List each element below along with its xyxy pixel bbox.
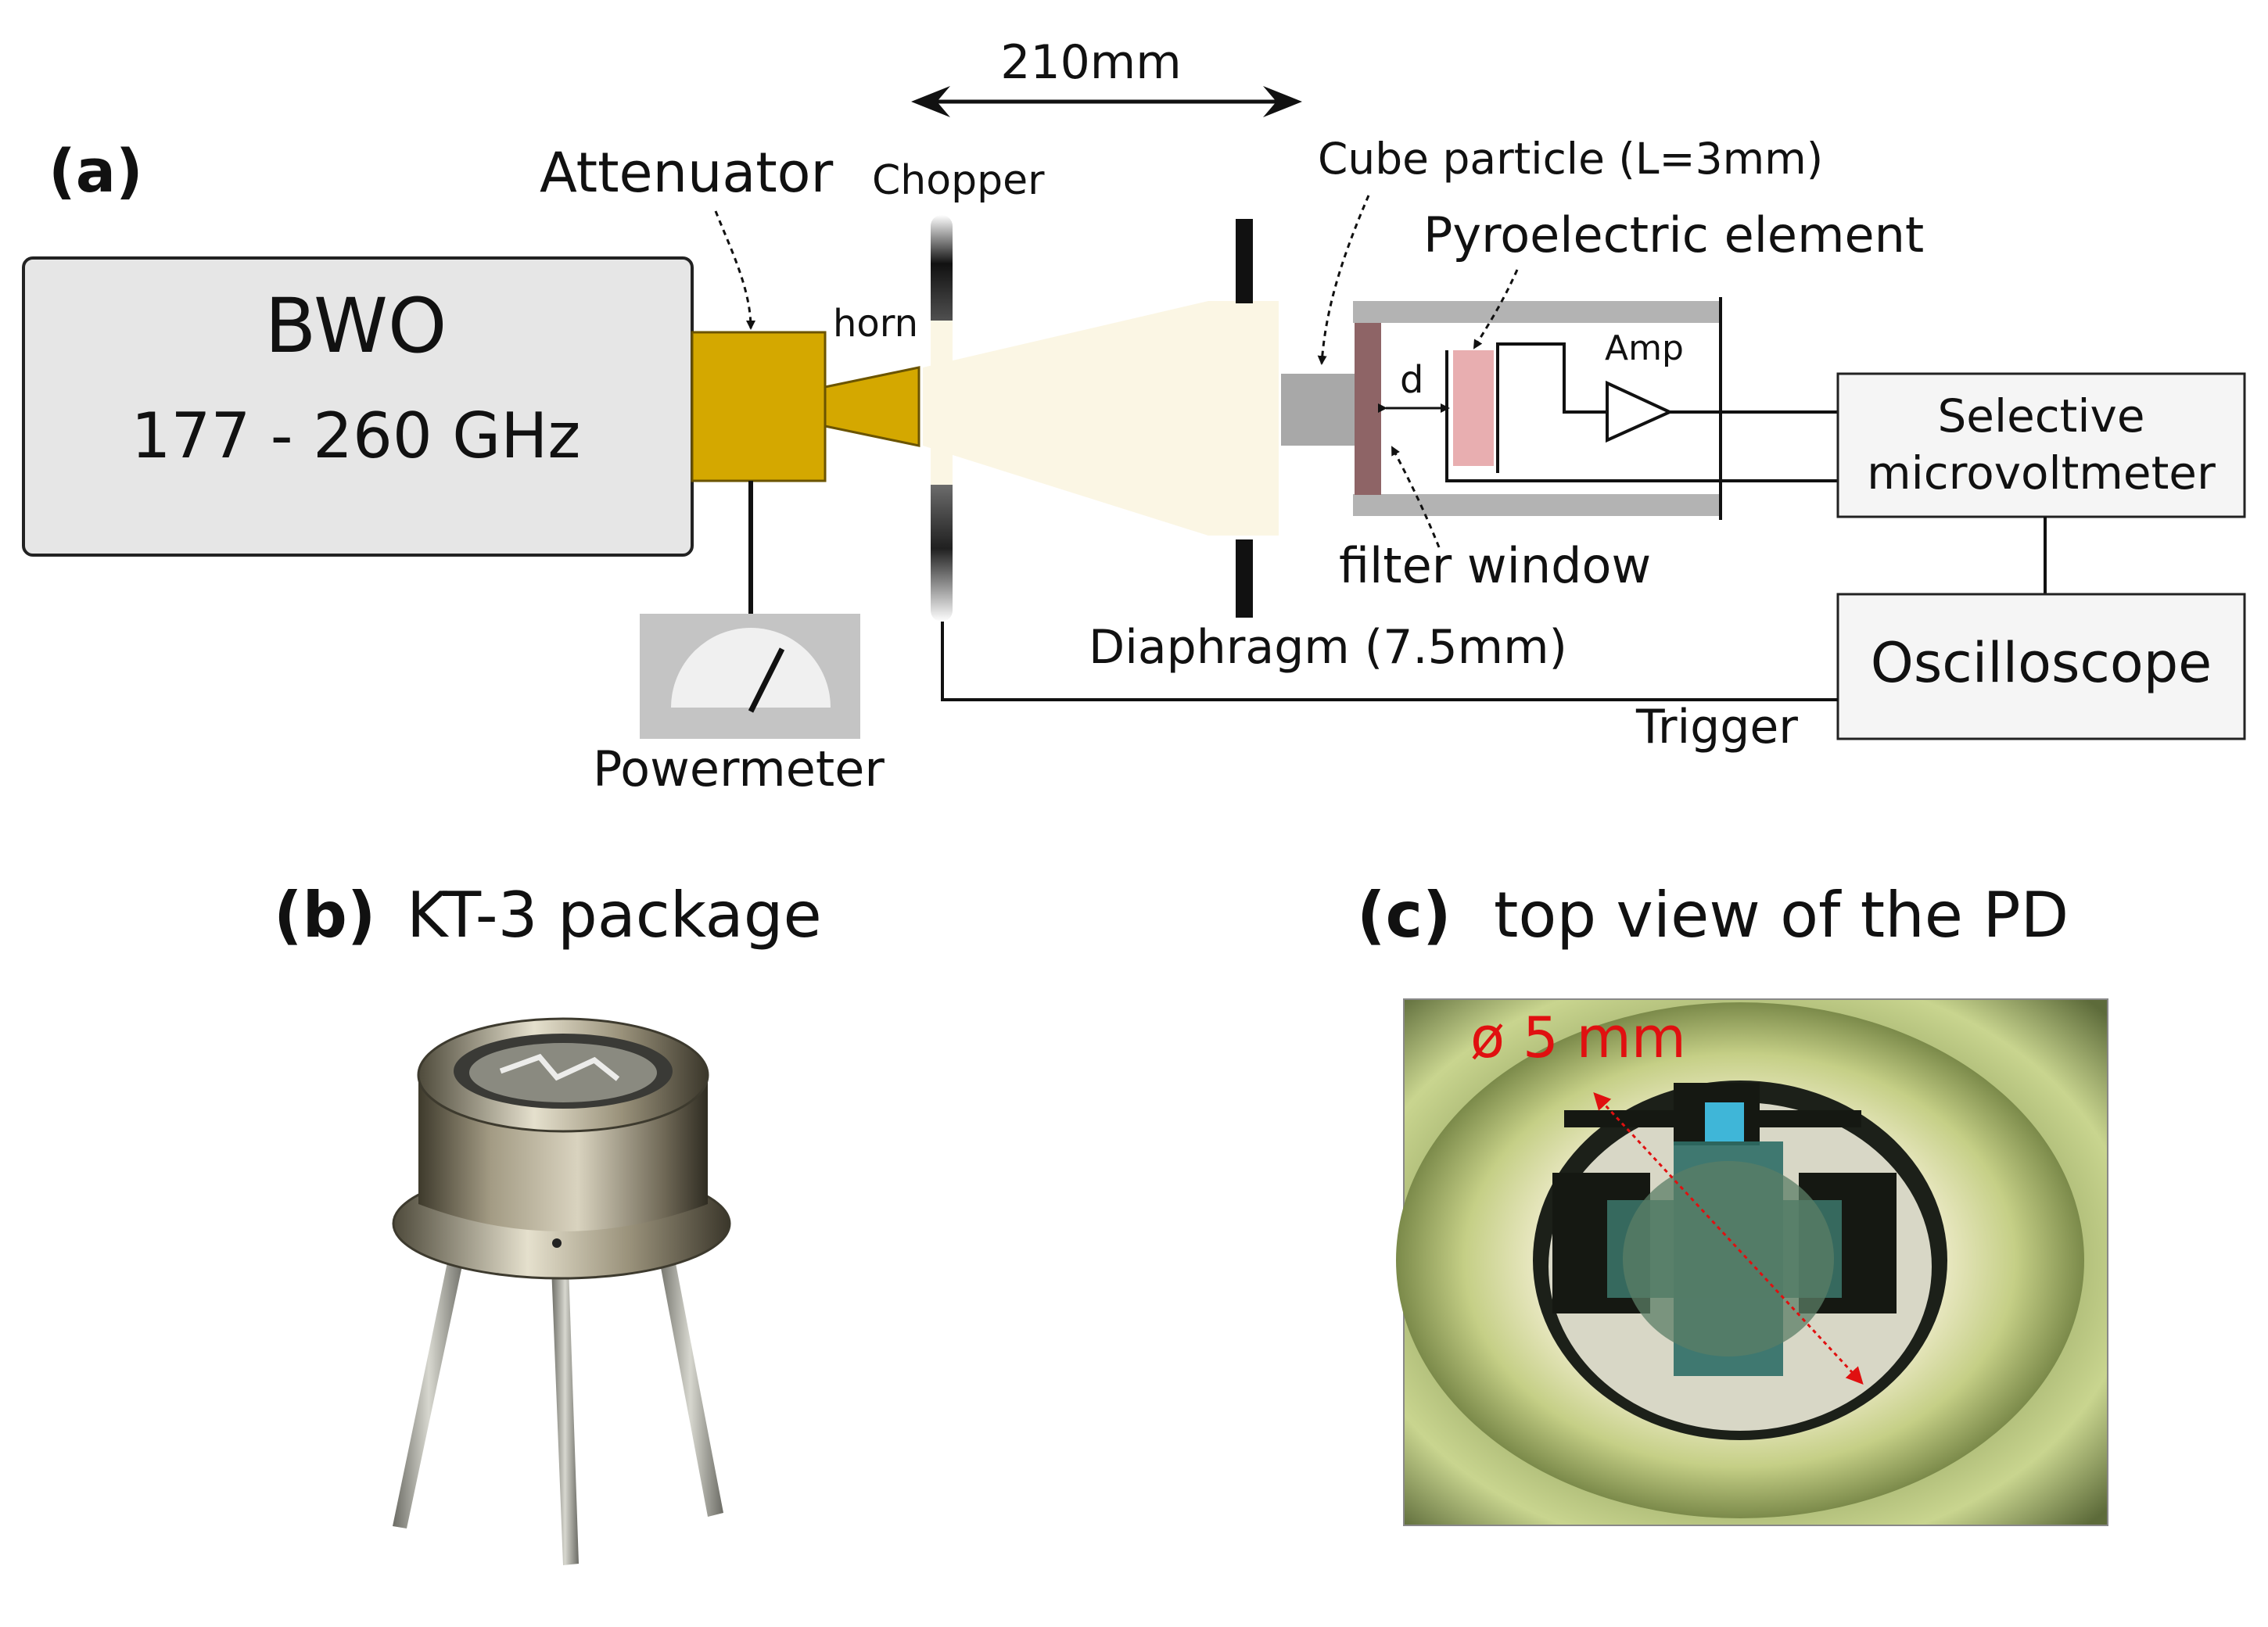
bwo-title: BWO: [265, 282, 447, 370]
panel-a: (a) 210mm BWO 177 - 260 GHz Attenuator h…: [22, 35, 2246, 797]
detector-housing-top: [1353, 301, 1721, 323]
attenuator-label: Attenuator: [540, 141, 834, 205]
amplifier-circuit: [1445, 342, 1838, 482]
cube-particle-label: Cube particle (L=3mm): [1318, 134, 1823, 184]
trigger-line: [941, 622, 1838, 701]
cube-particle: [1281, 374, 1359, 446]
attenuator-block: [691, 331, 827, 482]
diaphragm-lower: [1236, 539, 1253, 618]
amp-label: Amp: [1605, 328, 1684, 368]
thz-beam: [923, 301, 1279, 536]
kt3-package-photo: [358, 962, 777, 1603]
cube-pointer: [1317, 195, 1370, 365]
panel-c: (c) top view of the PD ø 5 mm: [1357, 879, 2108, 1526]
panel-c-label: (c): [1357, 879, 1452, 951]
bwo-frequency-range: 177 - 260 GHz: [131, 400, 581, 472]
oscilloscope-label: Oscilloscope: [1871, 631, 2212, 695]
panel-b-label: (b): [274, 879, 375, 951]
oscilloscope-box: [1836, 593, 2246, 740]
chopper-window: [931, 321, 953, 485]
diameter-arrow: [1593, 1092, 1864, 1385]
horn-label: horn: [833, 302, 918, 346]
diaphragm-upper: [1236, 219, 1253, 303]
gap-d-label: d: [1400, 358, 1423, 402]
diaphragm-label: Diaphragm (7.5mm): [1089, 620, 1567, 675]
panel-a-label: (a): [48, 136, 143, 206]
filter-window-label: filter window: [1339, 537, 1651, 594]
attenuator-pointer: [714, 210, 755, 330]
microvoltmeter-box: [1836, 372, 2246, 518]
panel-b-title: KT-3 package: [407, 879, 822, 951]
amplifier-triangle: [1606, 380, 1674, 443]
microvoltmeter-label-line2: microvoltmeter: [1867, 446, 2216, 500]
trigger-label: Trigger: [1635, 700, 1798, 754]
panel-c-title: top view of the PD: [1494, 879, 2069, 951]
pyroelectric-element: [1453, 350, 1494, 466]
filter-pointer: [1391, 446, 1441, 548]
detector-housing-bottom: [1353, 494, 1721, 516]
chopper-label: Chopper: [872, 157, 1045, 204]
powermeter-dial: [671, 628, 831, 708]
filter-window: [1355, 323, 1381, 495]
diameter-label: ø 5 mm: [1470, 1005, 1686, 1070]
distance-arrow: [911, 86, 1302, 117]
horn-antenna: [824, 366, 920, 447]
microvoltmeter-label-line1: Selective: [1937, 389, 2144, 443]
pyro-pointer: [1473, 269, 1519, 349]
pyro-label: Pyroelectric element: [1423, 206, 1924, 263]
powermeter-needle: [748, 647, 785, 713]
distance-label: 210mm: [1000, 35, 1181, 90]
panel-b: (b) KT-3 package: [274, 879, 822, 1603]
powermeter-label: Powermeter: [593, 740, 885, 797]
